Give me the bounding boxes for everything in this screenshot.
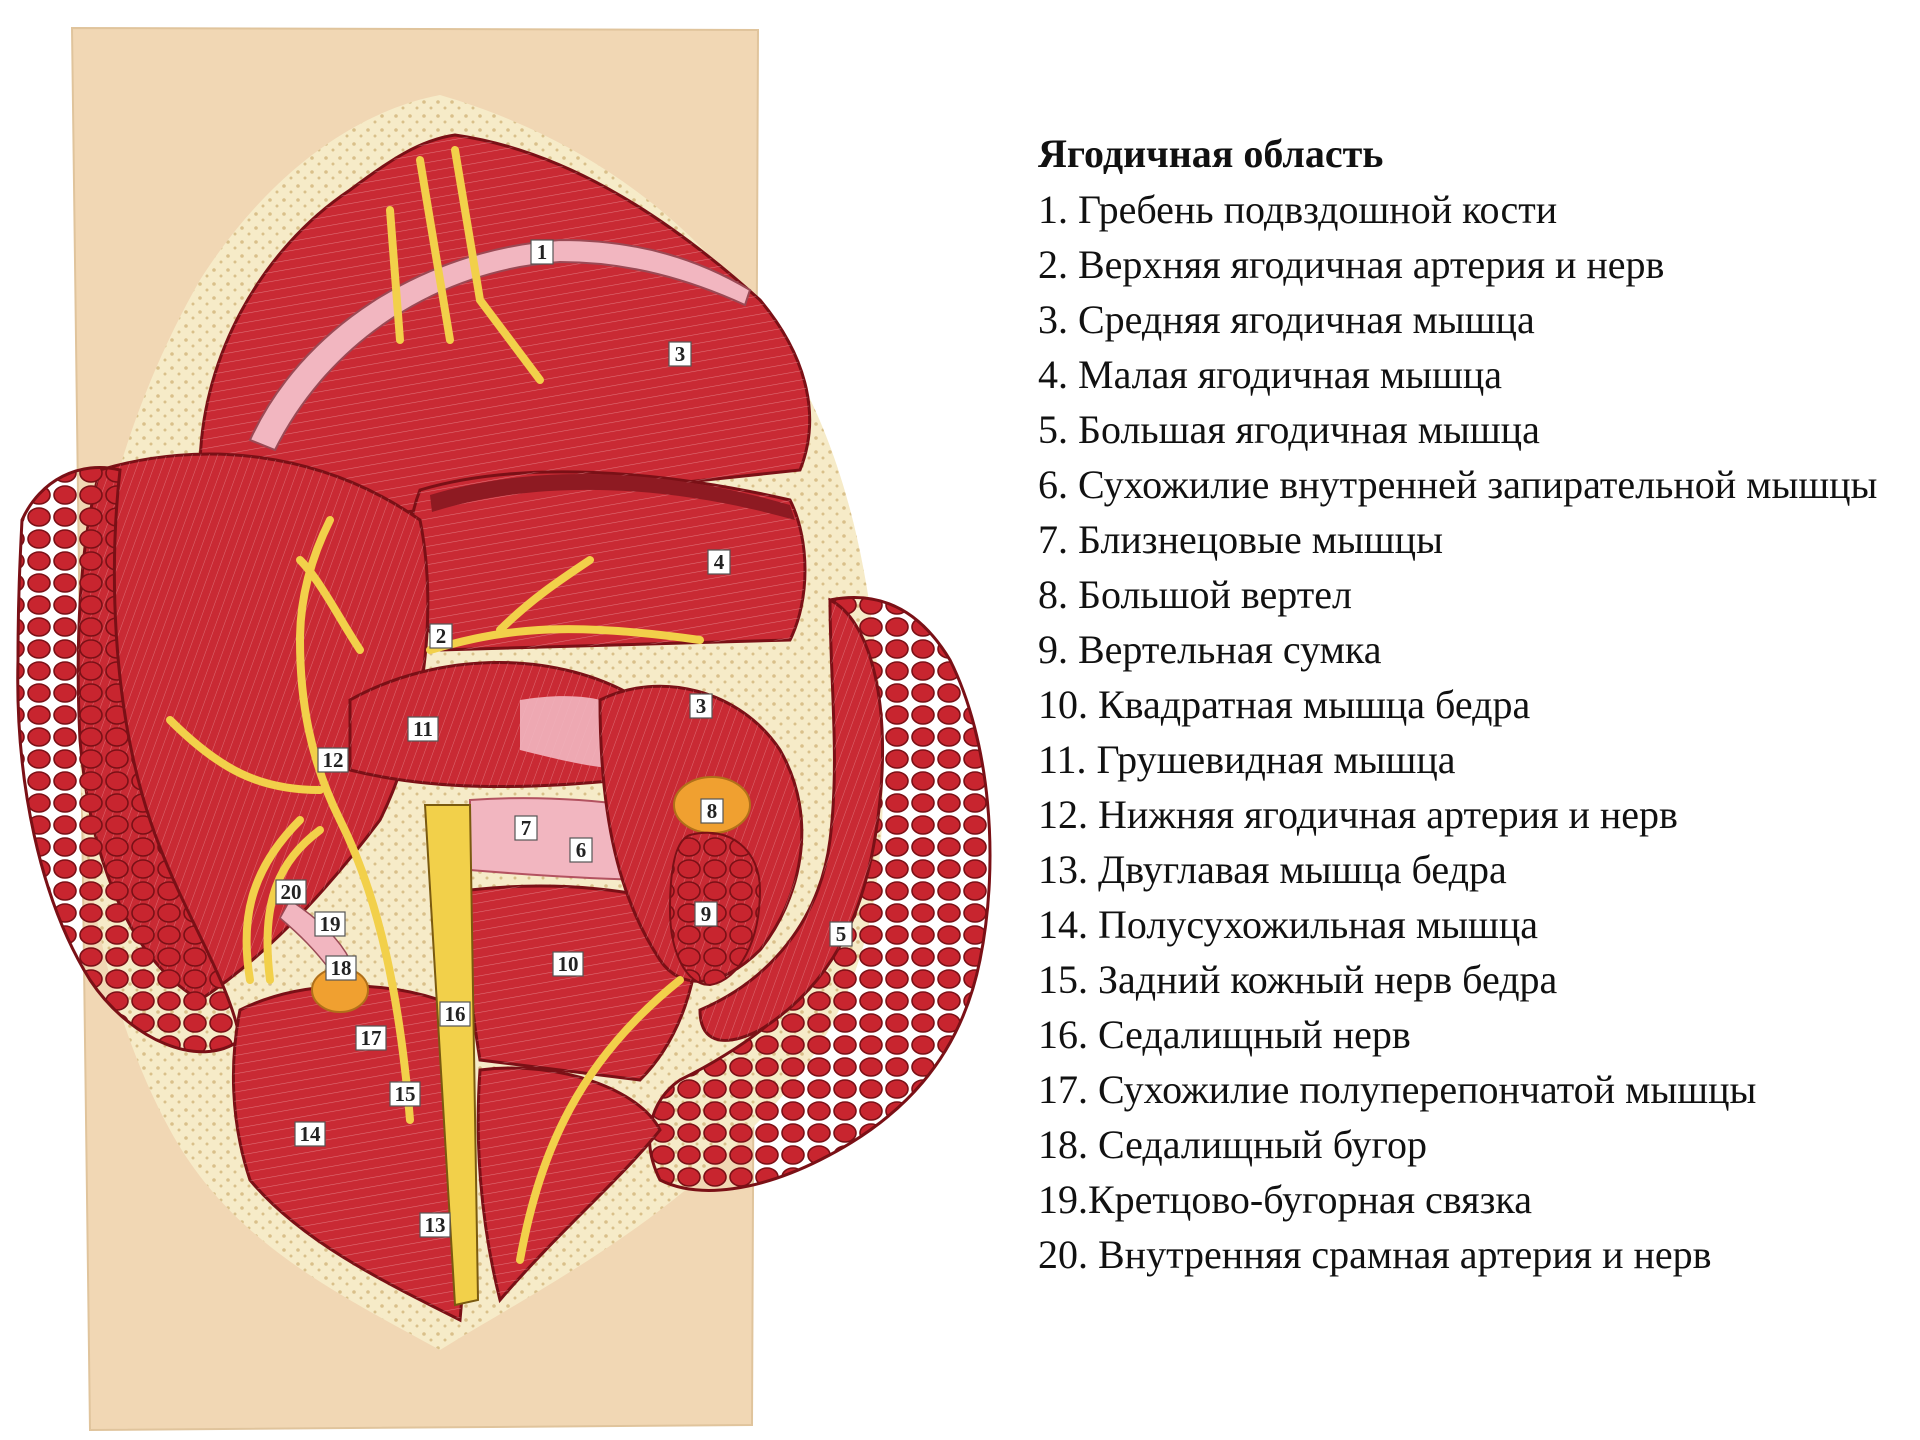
marker-14: 14 (294, 1121, 326, 1147)
nerves-vessels (166, 146, 704, 1264)
legend-item: 16. Седалищный нерв (1038, 1012, 1411, 1057)
marker-1: 1 (530, 239, 554, 265)
marker-9: 9 (694, 901, 718, 927)
gluteal-region-illustration: 1 2 3 3 4 5 6 7 8 9 10 11 12 13 14 15 16… (16, 26, 992, 1432)
marker-15: 15 (389, 1081, 421, 1107)
legend-item: 8. Большой вертел (1038, 572, 1352, 617)
legend-item: 12. Нижняя ягодичная артерия и нерв (1038, 792, 1678, 837)
marker-10: 10 (552, 951, 584, 977)
svg-text:1: 1 (537, 240, 548, 264)
marker-6: 6 (569, 837, 593, 863)
marker-20: 20 (275, 879, 307, 905)
svg-text:13: 13 (425, 1213, 446, 1237)
svg-text:9: 9 (701, 902, 712, 926)
svg-text:7: 7 (521, 816, 532, 840)
marker-3-lower: 3 (689, 693, 713, 719)
svg-text:16: 16 (445, 1002, 466, 1026)
marker-16: 16 (439, 1001, 471, 1027)
marker-11: 11 (407, 716, 439, 742)
marker-3-upper: 3 (668, 341, 692, 367)
svg-text:4: 4 (714, 550, 725, 574)
legend: Ягодичная область 1. Гребень подвздошной… (1038, 126, 1898, 1282)
legend-item: 7. Близнецовые мышцы (1038, 517, 1443, 562)
svg-text:17: 17 (361, 1026, 382, 1050)
svg-text:15: 15 (395, 1082, 416, 1106)
svg-text:6: 6 (576, 838, 587, 862)
legend-title: Ягодичная область (1038, 131, 1384, 176)
svg-text:19: 19 (320, 912, 341, 936)
legend-item: 15. Задний кожный нерв бедра (1038, 957, 1558, 1002)
marker-12: 12 (317, 747, 349, 773)
svg-text:3: 3 (675, 342, 686, 366)
legend-item: 1. Гребень подвздошной кости (1038, 187, 1558, 232)
legend-item: 9. Вертельная сумка (1038, 627, 1382, 672)
marker-17: 17 (355, 1025, 387, 1051)
sciatic-nerve (423, 804, 480, 1307)
gluteus-minimus (408, 470, 807, 652)
marker-5: 5 (829, 921, 853, 947)
legend-list: 1. Гребень подвздошной кости 2. Верхняя … (1038, 182, 1898, 1282)
legend-item: 5. Большая ягодичная мышца (1038, 407, 1540, 452)
svg-text:8: 8 (707, 799, 718, 823)
legend-item: 6. Сухожилие внутренней запирательной мы… (1038, 462, 1878, 507)
marker-13: 13 (419, 1212, 451, 1238)
iliac-crest (248, 238, 752, 452)
marker-19: 19 (314, 911, 346, 937)
legend-item: 17. Сухожилие полуперепончатой мышцы (1038, 1067, 1757, 1112)
marker-4: 4 (707, 549, 731, 575)
gluteus-maximus-left-reflected (16, 452, 430, 1054)
svg-text:11: 11 (413, 717, 433, 741)
marker-2: 2 (429, 623, 453, 649)
svg-text:14: 14 (300, 1122, 322, 1146)
legend-item: 2. Верхняя ягодичная артерия и нерв (1038, 242, 1665, 287)
legend-item: 3. Средняя ягодичная мышца (1038, 297, 1535, 342)
svg-text:2: 2 (436, 624, 447, 648)
marker-18: 18 (325, 955, 357, 981)
legend-item: 19.Кретцово-бугорная связка (1038, 1177, 1532, 1222)
legend-item: 10. Квадратная мышца бедра (1038, 682, 1531, 727)
marker-8: 8 (700, 798, 724, 824)
svg-text:20: 20 (281, 880, 302, 904)
legend-item: 4. Малая ягодичная мышца (1038, 352, 1503, 397)
legend-item: 11. Грушевидная мышца (1038, 737, 1456, 782)
legend-item: 18. Седалищный бугор (1038, 1122, 1427, 1167)
quadratus-femoris (466, 884, 702, 1082)
svg-text:10: 10 (558, 952, 579, 976)
legend-item: 13. Двуглавая мышца бедра (1038, 847, 1507, 892)
piriformis (348, 661, 642, 789)
trochanter-region (598, 684, 804, 987)
marker-7: 7 (514, 815, 538, 841)
svg-text:5: 5 (836, 922, 847, 946)
svg-text:12: 12 (323, 748, 344, 772)
svg-text:18: 18 (331, 956, 352, 980)
legend-item: 20. Внутренняя срамная артерия и нерв (1038, 1232, 1712, 1277)
svg-text:3: 3 (696, 694, 707, 718)
legend-item: 14. Полусухожильная мышца (1038, 902, 1538, 947)
